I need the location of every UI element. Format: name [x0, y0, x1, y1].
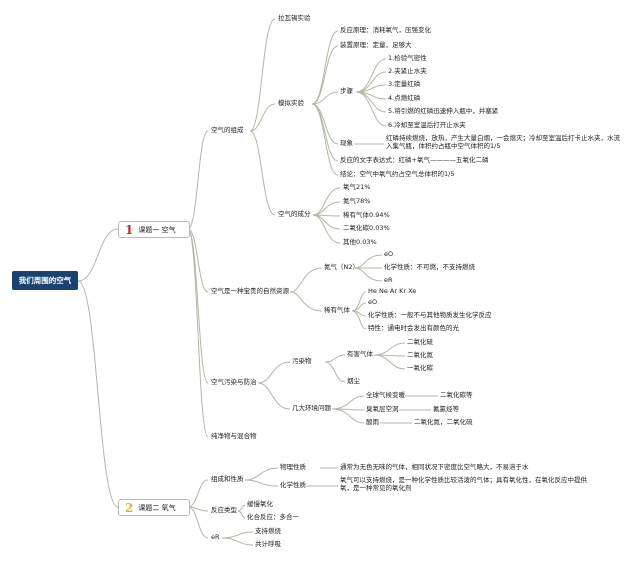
node-simulation[interactable]: 模拟实验 [278, 99, 304, 107]
step-item[interactable]: 2.夹紧止水夹 [388, 67, 427, 75]
component-item[interactable]: 氧气21% [343, 183, 371, 191]
problem-cause[interactable]: 二氧化碳等 [440, 391, 473, 399]
component-item[interactable]: 二氧化碳0.03% [343, 224, 390, 232]
node-resource[interactable]: 空气是一种宝贵的自然资源 [211, 287, 289, 295]
node-noble-gas[interactable]: 稀有气体 [324, 306, 350, 314]
node-dust[interactable]: 烟尘 [347, 377, 360, 385]
problem-item[interactable]: 酸雨 [366, 418, 379, 426]
noble-item[interactable]: 化学性质：一般不与其他物质发生化学反应 [368, 311, 492, 319]
problem-item[interactable]: 臭氧层空洞 [366, 405, 399, 413]
step-item[interactable]: 3.定量红磷 [388, 80, 421, 88]
node-phenomenon[interactable]: 现象 [340, 139, 353, 147]
step-item[interactable]: 1.检验气密性 [388, 54, 427, 62]
root-topic[interactable]: 我们周围的空气 [12, 271, 78, 290]
gas-item[interactable]: 一氧化碳 [407, 364, 433, 372]
noble-item[interactable]: He Ne Ar Kr Xe [368, 287, 417, 295]
noble-item[interactable]: eO [368, 298, 378, 306]
component-item[interactable]: 稀有气体0.94% [343, 211, 390, 219]
problem-cause[interactable]: 二氧化氮，二氧化硫 [414, 418, 473, 426]
gas-item[interactable]: 二氧化氮 [407, 351, 433, 359]
use-item[interactable]: 支持燃烧 [255, 527, 281, 535]
physical-text[interactable]: 通常为无色无味的气体，相同状况下密度比空气略大，不易溶于水 [340, 463, 529, 471]
node-harmful-gas[interactable]: 有害气体 [347, 350, 373, 358]
topic-number: 2 [125, 500, 134, 515]
node-chemical[interactable]: 化学性质 [280, 481, 306, 489]
node-air-composition[interactable]: 空气的组成 [211, 126, 244, 134]
phenomenon-text[interactable]: 红磷持续燃烧，放热，产生大量白烟，一会熄灭；冷却至室温后打卡止水夹，水流入集气瓶… [386, 134, 620, 151]
topic-air[interactable]: 1 课题一 空气 [118, 221, 190, 238]
chemical-text[interactable]: 氧气可以支持燃烧，是一种化学性质比较活泼的气体；具有氧化性，在氧化反应中提供氧，… [340, 476, 587, 493]
node-properties[interactable]: 组成和性质 [211, 475, 244, 483]
component-item[interactable]: 氮气78% [343, 197, 371, 205]
problem-item[interactable]: 全球气候变暖 [366, 391, 405, 399]
node-steps[interactable]: 步骤 [340, 87, 353, 95]
nitrogen-item[interactable]: eR [384, 276, 393, 284]
topic-number: 1 [125, 222, 134, 237]
topic-label: 课题二 氧气 [138, 503, 176, 512]
node-physical[interactable]: 物理性质 [280, 463, 306, 471]
component-item[interactable]: 其他0.03% [343, 238, 377, 246]
problem-cause[interactable]: 氟氯烃等 [433, 405, 459, 413]
step-item[interactable]: 6.冷却至室温后打开止水夹 [388, 121, 466, 129]
node-uses[interactable]: eR [211, 533, 220, 541]
noble-item[interactable]: 特性：通电时会发出有颜色的光 [368, 324, 459, 332]
nitrogen-item[interactable]: eO [384, 250, 394, 258]
node-nitrogen[interactable]: 氮气（N2） [324, 263, 359, 271]
node-principle[interactable]: 反应原理：消耗氧气，压强变化 [340, 26, 431, 34]
topic-label: 课题一 空气 [138, 225, 176, 234]
gas-item[interactable]: 二氧化硫 [407, 338, 433, 346]
node-components[interactable]: 空气的成分 [278, 210, 311, 218]
node-device[interactable]: 装置原理：定量，足够大 [340, 41, 412, 49]
reaction-item[interactable]: 化合反应：多合一 [247, 513, 299, 521]
topic-oxygen[interactable]: 2 课题二 氧气 [118, 499, 190, 516]
node-pollutants[interactable]: 污染物 [292, 357, 312, 365]
node-reaction-types[interactable]: 反应类型 [211, 506, 237, 514]
node-equation[interactable]: 反应的文字表达式：红磷+氧气————五氧化二磷 [340, 156, 489, 164]
step-item[interactable]: 5.将引燃的红磷迅速伸入瓶中，并塞紧 [388, 107, 499, 115]
node-lavoisier[interactable]: 拉瓦锡实验 [278, 14, 311, 22]
node-conclusion[interactable]: 结论：空气中氧气约占空气总体积的1/5 [340, 170, 455, 178]
reaction-item[interactable]: 缓慢氧化 [247, 500, 273, 508]
step-item[interactable]: 4.点燃红磷 [388, 94, 421, 102]
node-pure-mixture[interactable]: 纯净物与混合物 [211, 432, 257, 440]
nitrogen-item[interactable]: 化学性质：不可燃，不支持燃烧 [384, 263, 475, 271]
node-pollution[interactable]: 空气污染与防治 [211, 378, 257, 386]
use-item[interactable]: 共计呼吸 [255, 540, 281, 548]
node-env-problems[interactable]: 几大环境问题 [292, 404, 331, 412]
